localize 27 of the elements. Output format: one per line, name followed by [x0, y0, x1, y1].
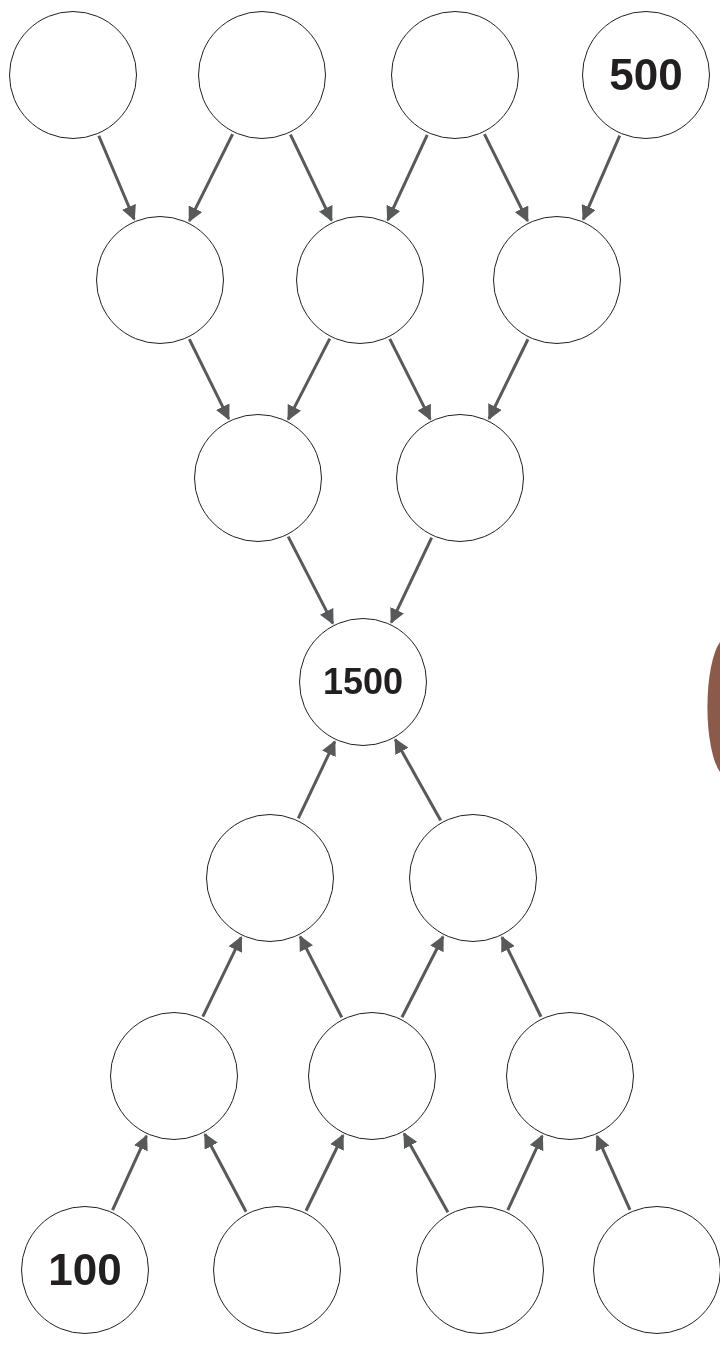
node-value: 1500 — [322, 661, 404, 703]
arrow — [500, 935, 543, 1018]
arrow — [506, 1134, 544, 1211]
node-value: 500 — [609, 50, 683, 100]
arrow — [286, 536, 335, 625]
arrow — [581, 134, 622, 221]
arrow — [304, 1133, 345, 1212]
arrow — [296, 740, 337, 819]
node-value: 100 — [48, 1245, 122, 1295]
arrow — [111, 1134, 148, 1211]
arrow — [487, 338, 530, 421]
arrow — [286, 338, 332, 421]
arrow — [201, 936, 243, 1018]
arrow — [187, 338, 231, 421]
arrow — [400, 935, 445, 1018]
arrow — [298, 935, 344, 1018]
arrow — [394, 738, 442, 822]
arrow — [203, 1132, 248, 1213]
arrow — [289, 133, 333, 222]
arrow — [97, 135, 136, 221]
arrow — [402, 1132, 450, 1214]
arrow — [386, 134, 429, 222]
arrow — [483, 133, 529, 223]
arrow — [390, 536, 433, 624]
arrow — [188, 133, 234, 223]
arrow — [595, 1134, 632, 1211]
arrow — [388, 338, 432, 421]
